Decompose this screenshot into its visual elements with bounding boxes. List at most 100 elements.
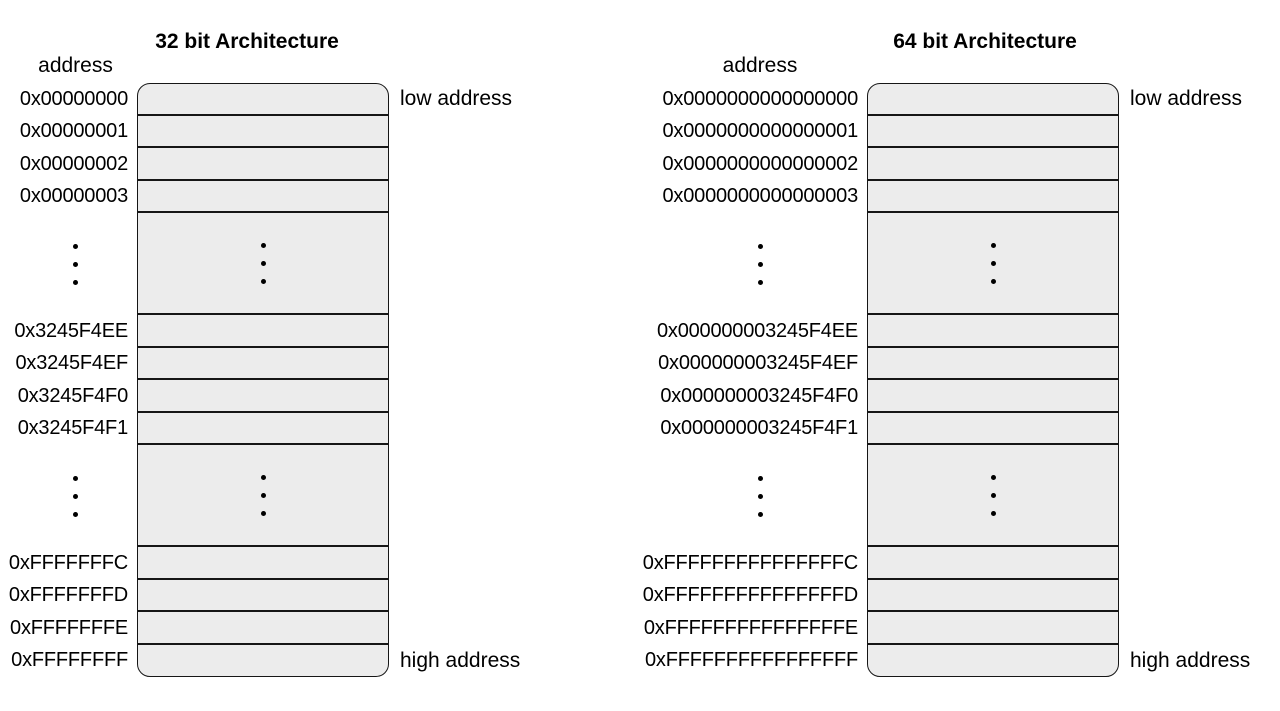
memory-gap-cell bbox=[137, 445, 389, 547]
address-label: 0xFFFFFFFFFFFFFFFF bbox=[645, 649, 858, 672]
address-label: 0x0000000000000003 bbox=[662, 185, 859, 208]
ellipsis-dot bbox=[990, 510, 996, 516]
vertical-ellipsis bbox=[990, 242, 996, 284]
ellipsis-dot bbox=[260, 278, 266, 284]
memory-cell bbox=[137, 547, 389, 580]
ellipsis-dot bbox=[73, 243, 78, 249]
ellipsis-dot bbox=[260, 492, 266, 498]
address-label: 0x0000000000000001 bbox=[662, 120, 859, 143]
address-label: 0x00000003 bbox=[19, 185, 128, 208]
memory-cell bbox=[867, 380, 1119, 413]
ellipsis-dot bbox=[757, 475, 763, 481]
memory-cell bbox=[867, 148, 1119, 181]
vertical-ellipsis bbox=[260, 474, 266, 516]
memory-cell bbox=[137, 83, 389, 116]
memory-cell bbox=[867, 547, 1119, 580]
vertical-ellipsis bbox=[990, 474, 996, 516]
address-ellipsis bbox=[14, 213, 137, 315]
memory-cell bbox=[867, 348, 1119, 380]
ellipsis-dot bbox=[757, 279, 763, 285]
address-label: 0x000000003245F4EF bbox=[658, 352, 858, 375]
address-label: 0x00000001 bbox=[19, 120, 128, 143]
diagram-title: 64 bit Architecture bbox=[893, 30, 1077, 53]
memory-diagram-32bit: 32 bit Architecture address 0x00000000 lo… bbox=[8, 0, 529, 678]
ellipsis-dot bbox=[260, 260, 266, 266]
low-address-label: low address bbox=[400, 87, 513, 111]
memory-cell bbox=[137, 116, 389, 148]
vertical-ellipsis bbox=[260, 242, 266, 284]
vertical-ellipsis bbox=[757, 475, 763, 517]
address-label: 0x3245F4F0 bbox=[17, 384, 128, 407]
ellipsis-dot bbox=[757, 493, 763, 499]
address-column-label: address bbox=[38, 54, 113, 77]
address-label: 0x000000003245F4F0 bbox=[660, 384, 858, 407]
ellipsis-dot bbox=[73, 475, 78, 481]
memory-cell bbox=[867, 612, 1119, 645]
address-column-label: address bbox=[722, 54, 798, 77]
memory-cell bbox=[867, 181, 1119, 213]
high-address-label: high address bbox=[1130, 648, 1251, 672]
memory-cell bbox=[867, 116, 1119, 148]
ellipsis-dot bbox=[990, 242, 996, 248]
address-label: 0xFFFFFFFC bbox=[8, 551, 128, 574]
address-label: 0xFFFFFFFD bbox=[8, 584, 128, 607]
diagram-title: 32 bit Architecture bbox=[155, 30, 339, 53]
ellipsis-dot bbox=[260, 510, 266, 516]
memory-cell bbox=[137, 348, 389, 380]
address-label: 0x3245F4EF bbox=[15, 352, 128, 375]
address-label: 0x000000003245F4EE bbox=[656, 319, 858, 342]
memory-cell bbox=[137, 413, 389, 445]
memory-cell bbox=[137, 380, 389, 413]
vertical-ellipsis bbox=[73, 475, 78, 517]
memory-cell bbox=[137, 181, 389, 213]
ellipsis-dot bbox=[990, 492, 996, 498]
diagram-header: 64 bit Architecture address bbox=[653, 0, 1259, 83]
address-label: 0x3245F4EE bbox=[14, 319, 128, 342]
address-ellipsis bbox=[653, 213, 867, 315]
address-label: 0x00000002 bbox=[19, 152, 128, 175]
address-label: 0xFFFFFFFF bbox=[11, 649, 128, 672]
address-label: 0x0000000000000002 bbox=[662, 152, 859, 175]
ellipsis-dot bbox=[757, 511, 763, 517]
memory-stack-grid: 0x00000000 low address 0x00000001 0x0000000… bbox=[8, 83, 529, 678]
memory-cell bbox=[867, 645, 1119, 678]
memory-gap-cell bbox=[137, 213, 389, 315]
address-ellipsis bbox=[14, 445, 137, 547]
memory-cell bbox=[137, 148, 389, 181]
diagram-header: 32 bit Architecture address bbox=[14, 0, 529, 83]
ellipsis-dot bbox=[260, 474, 266, 480]
ellipsis-dot bbox=[73, 279, 78, 285]
ellipsis-dot bbox=[757, 243, 763, 249]
memory-cell bbox=[137, 612, 389, 645]
vertical-ellipsis bbox=[757, 243, 763, 285]
ellipsis-dot bbox=[990, 474, 996, 480]
ellipsis-dot bbox=[73, 261, 78, 267]
memory-cell bbox=[867, 580, 1119, 612]
address-label: 0xFFFFFFFFFFFFFFFE bbox=[643, 616, 858, 639]
ellipsis-dot bbox=[73, 493, 78, 499]
address-ellipsis bbox=[653, 445, 867, 547]
memory-cell bbox=[137, 645, 389, 678]
memory-cell bbox=[867, 315, 1119, 348]
ellipsis-dot bbox=[757, 261, 763, 267]
address-label: 0x000000003245F4F1 bbox=[660, 417, 858, 440]
address-label: 0x00000000 bbox=[19, 87, 128, 110]
memory-gap-cell bbox=[867, 213, 1119, 315]
ellipsis-dot bbox=[990, 278, 996, 284]
high-address-label: high address bbox=[400, 648, 521, 672]
memory-cell bbox=[137, 315, 389, 348]
memory-cell bbox=[867, 83, 1119, 116]
ellipsis-dot bbox=[73, 511, 78, 517]
address-label: 0x0000000000000000 bbox=[662, 87, 859, 110]
address-label: 0x3245F4F1 bbox=[17, 417, 128, 440]
low-address-label: low address bbox=[1130, 87, 1243, 111]
address-label: 0xFFFFFFFE bbox=[10, 616, 128, 639]
memory-cell bbox=[867, 413, 1119, 445]
ellipsis-dot bbox=[990, 260, 996, 266]
memory-cell bbox=[137, 580, 389, 612]
address-label: 0xFFFFFFFFFFFFFFFC bbox=[642, 551, 858, 574]
memory-diagram-64bit: 64 bit Architecture address 0x0000000000… bbox=[642, 0, 1259, 678]
ellipsis-dot bbox=[260, 242, 266, 248]
memory-gap-cell bbox=[867, 445, 1119, 547]
